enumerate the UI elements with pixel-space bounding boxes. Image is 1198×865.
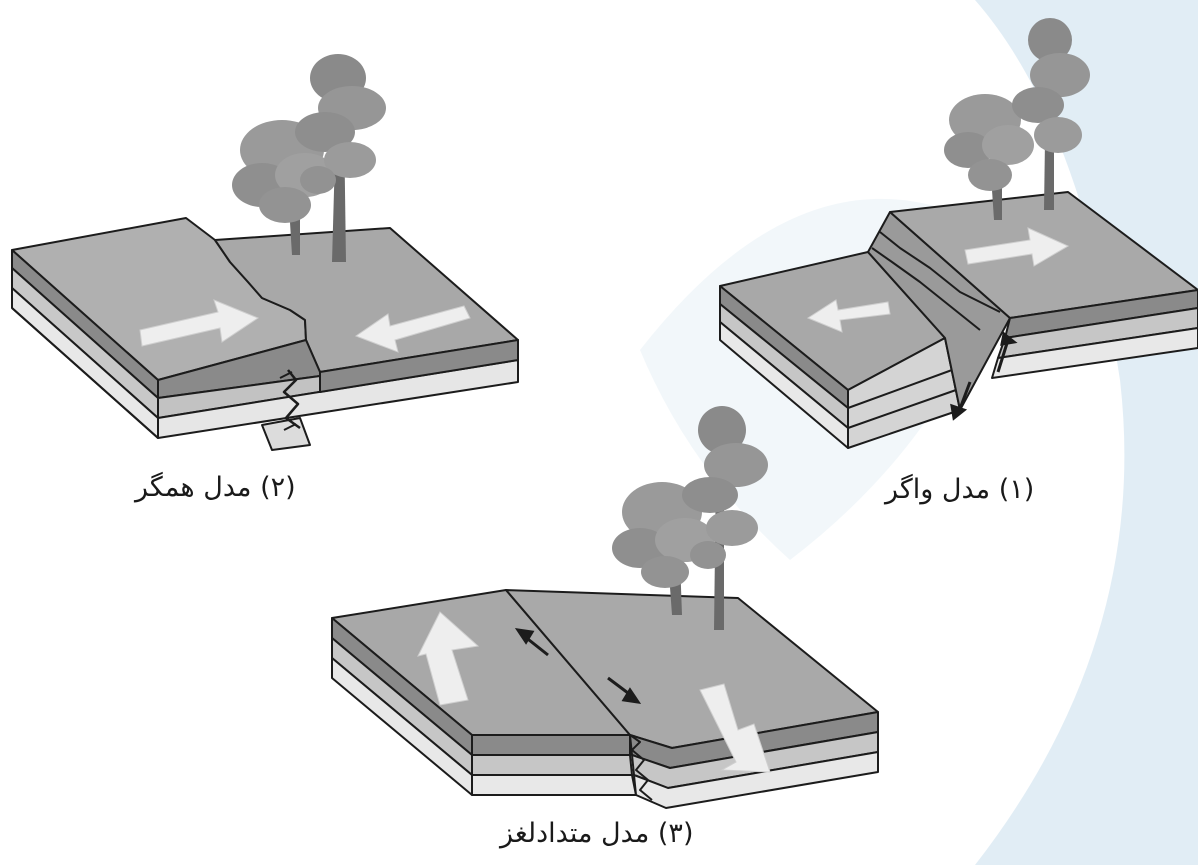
tree-icon	[944, 94, 1034, 220]
motion-arrow-icon	[139, 299, 260, 347]
caption-transform: (۳) مدل متدادلغز	[500, 818, 694, 849]
tree-icon	[1012, 18, 1090, 210]
slip-arrow-icon	[514, 628, 642, 704]
motion-arrow-icon	[354, 305, 471, 353]
slip-arrow-icon	[950, 331, 1018, 421]
caption-divergent: (۱) مدل واگر	[885, 474, 1035, 505]
motion-arrow-icon	[699, 683, 771, 773]
tree-icon	[612, 482, 715, 615]
convergent-block	[11, 217, 519, 451]
tree-icon	[295, 54, 386, 262]
motion-arrow-icon	[806, 299, 891, 333]
motion-arrow-icon	[417, 611, 480, 706]
motion-arrow-icon	[964, 227, 1070, 267]
caption-convergent: (۲) مدل همگر	[135, 472, 296, 503]
tree-icon	[682, 406, 768, 630]
transform-block	[331, 589, 879, 809]
